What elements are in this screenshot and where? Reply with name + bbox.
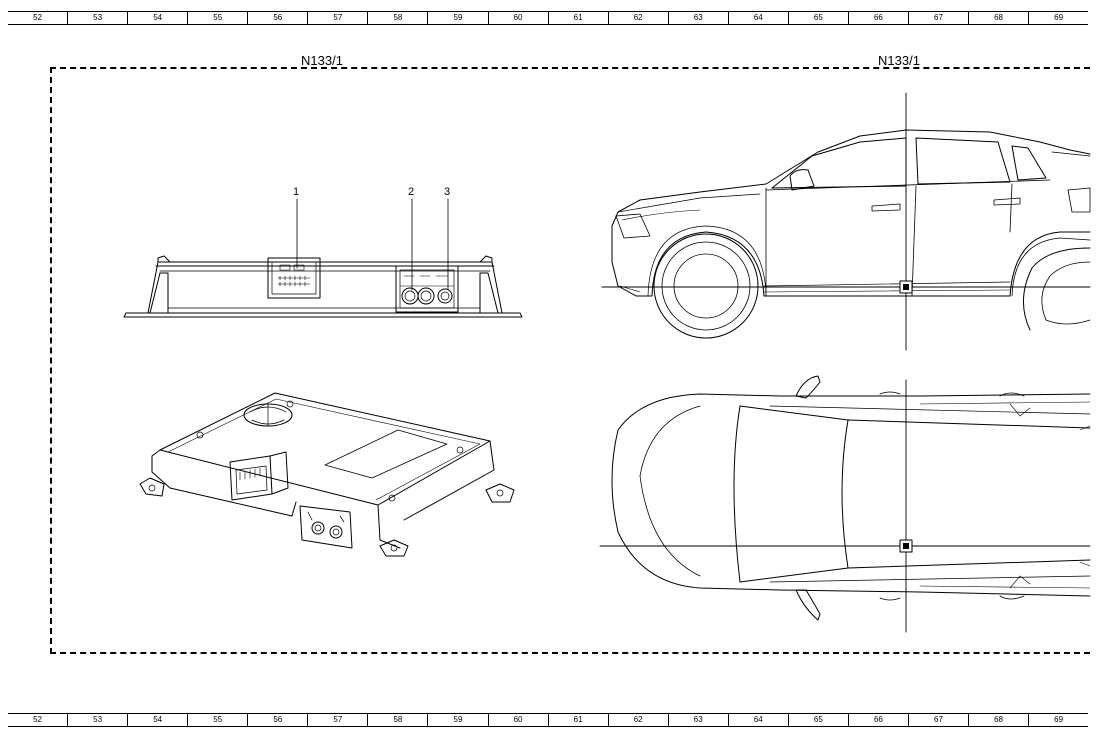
ruler-cell: 60 [487,714,548,726]
component-label-left: N133/1 [301,53,343,68]
ruler-cell: 68 [968,12,1028,24]
ruler-cell: 61 [547,12,608,24]
ruler-cell: 55 [187,12,247,24]
bottom-grid-ruler: 52 53 54 55 56 57 58 59 60 61 62 63 64 6… [8,713,1088,727]
ruler-cell: 62 [607,714,668,726]
ruler-cell: 54 [127,714,187,726]
ruler-cell: 54 [127,12,187,24]
ruler-cell: 64 [727,714,788,726]
ruler-cell: 55 [187,714,247,726]
connectors-2-3 [395,265,459,313]
ruler-cell: 53 [67,12,127,24]
vent-icon [243,403,293,427]
ruler-cell: 69 [1028,12,1088,24]
ruler-cell: 58 [367,12,427,24]
ruler-cell: 59 [427,12,487,24]
ruler-cell: 66 [847,714,908,726]
ruler-cell: 59 [427,714,487,726]
component-label-right: N133/1 [878,53,920,68]
callout-3: 3 [444,186,451,198]
ruler-cell: 64 [727,12,788,24]
ruler-cell: 52 [33,715,42,724]
installation-marker-dot [903,284,909,290]
ruler-cell: 68 [968,714,1028,726]
ruler-cell: 67 [907,12,968,24]
ruler-cell: 63 [667,12,728,24]
ruler-cell: 58 [367,714,427,726]
module-label-plate [324,429,448,479]
ruler-cell: 63 [667,714,728,726]
callout-1: 1 [293,186,300,198]
top-grid-ruler: 52 53 54 55 56 57 58 59 60 61 62 63 64 6… [8,11,1088,25]
rj-connector [229,451,289,501]
ruler-cell: 52 [33,13,42,22]
connector-1 [267,257,321,299]
callout-2: 2 [408,186,415,198]
ruler-cell: 53 [67,714,127,726]
ruler-cell: 65 [787,714,848,726]
ruler-cell: 56 [247,714,307,726]
ruler-cell: 66 [847,12,908,24]
ruler-cell: 67 [907,714,968,726]
ruler-cell: 65 [787,12,848,24]
module-side-view [123,198,523,318]
module-isometric-view [139,392,515,557]
ruler-cell: 62 [607,12,668,24]
component-frame [50,67,1090,654]
ruler-cell: 69 [1028,714,1088,726]
vehicle-top-view [599,375,1091,633]
ruler-cell: 61 [547,714,608,726]
ruler-cell: 57 [307,12,367,24]
coax-connectors [299,505,353,549]
vehicle-side-view [601,92,1091,351]
ruler-cell: 56 [247,12,307,24]
ruler-cell: 57 [307,714,367,726]
top-installation-marker-dot [903,543,909,549]
ruler-cell: 60 [487,12,548,24]
